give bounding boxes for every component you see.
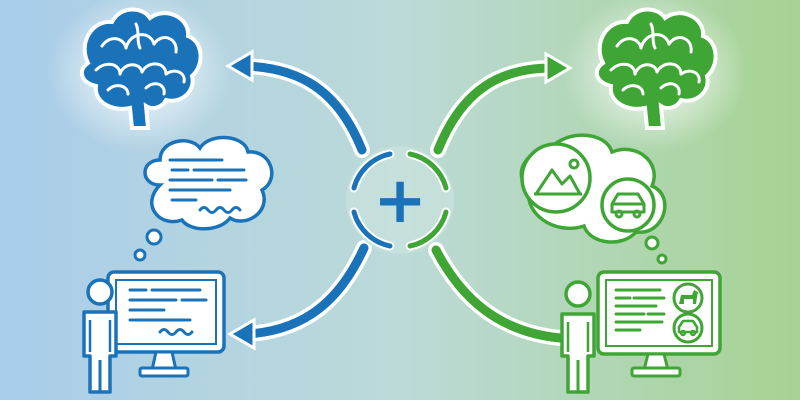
connector-curve-bottom-right bbox=[428, 242, 568, 346]
right-brain-group bbox=[563, 0, 747, 152]
text-lines-icon bbox=[128, 288, 208, 336]
connector-arrow-top-left bbox=[225, 49, 370, 158]
plus-symbol: + bbox=[373, 164, 427, 238]
dog-icon bbox=[679, 290, 698, 304]
arrowhead-icon bbox=[227, 317, 256, 351]
connector-arrow-bottom-left bbox=[227, 240, 372, 351]
right-monitor bbox=[596, 270, 722, 378]
person-icon bbox=[560, 280, 596, 394]
left-brain-group bbox=[48, 0, 232, 152]
mountain-image-icon bbox=[534, 158, 582, 196]
arrowhead-icon bbox=[225, 49, 254, 83]
connector-arrow-top-right bbox=[430, 51, 573, 158]
car-icon bbox=[610, 192, 646, 219]
center-plus-node: + bbox=[346, 146, 454, 254]
text-lines-icon bbox=[168, 158, 248, 214]
text-lines-icon bbox=[614, 288, 666, 332]
arrowhead-icon bbox=[544, 51, 573, 85]
car-icon bbox=[677, 319, 699, 337]
right-thought-bubble bbox=[519, 133, 668, 265]
left-thought-bubble bbox=[133, 135, 274, 262]
person-icon bbox=[82, 278, 118, 394]
